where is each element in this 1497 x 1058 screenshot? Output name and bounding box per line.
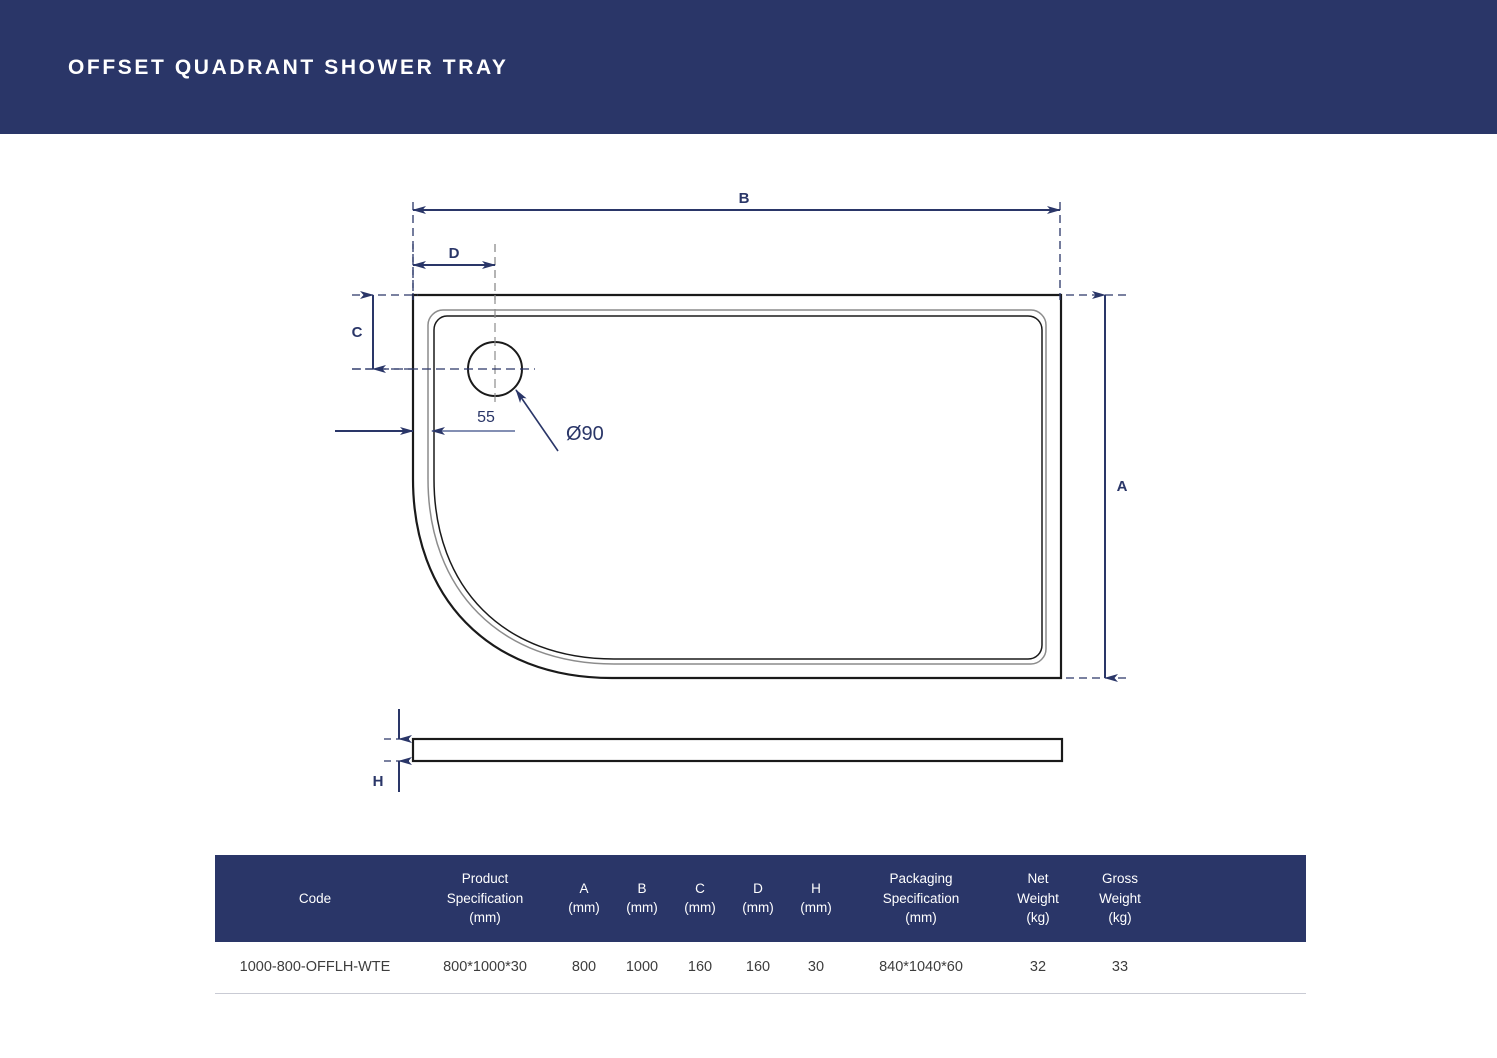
header-line: C (695, 880, 705, 896)
dimension-d: D (412, 244, 496, 300)
cell-spacer (1161, 941, 1306, 994)
header-line: (kg) (1108, 910, 1132, 926)
header-line: D (753, 880, 763, 896)
column-header-spacer (1161, 855, 1306, 942)
page-title: OFFSET QUADRANT SHOWER TRAY (68, 56, 509, 79)
shower-tray-drawing-svg: B D C A 55 (335, 190, 1130, 792)
page-header-banner: OFFSET QUADRANT SHOWER TRAY (0, 0, 1497, 134)
dimension-label-b: B (739, 190, 750, 207)
tray-section-view (411, 737, 1064, 763)
column-header-h: H (mm) (787, 855, 845, 942)
dimension-label-h: H (373, 773, 384, 790)
cell-product-specification: 800*1000*30 (415, 941, 555, 994)
column-header-a: A (mm) (555, 855, 613, 942)
column-header-packaging-specification: Packaging Specification (mm) (845, 855, 997, 942)
header-line: H (811, 880, 821, 896)
table-row: 1000-800-OFFLH-WTE 800*1000*30 800 1000 … (215, 941, 1306, 994)
technical-drawing: B D C A 55 (0, 134, 1497, 834)
tray-inner-lip-outer (427, 309, 1047, 665)
table-header-row: Code Product Specification (mm) A (mm) B… (215, 855, 1306, 942)
header-line: Code (298, 890, 332, 906)
dimension-label-d: D (449, 245, 460, 262)
dimension-a: A (1066, 291, 1130, 682)
dimension-label-diameter-90: Ø90 (566, 423, 604, 445)
header-line: Specification (446, 890, 524, 906)
header-line: (mm) (905, 910, 937, 926)
header-line: (mm) (626, 900, 658, 916)
table-body: 1000-800-OFFLH-WTE 800*1000*30 800 1000 … (215, 941, 1306, 994)
header-line: (mm) (568, 900, 600, 916)
cell-code: 1000-800-OFFLH-WTE (215, 941, 415, 994)
header-line: (mm) (800, 900, 832, 916)
tray-inner-lip-inner (433, 315, 1043, 660)
dimension-label-a: A (1117, 478, 1128, 495)
header-line: (mm) (742, 900, 774, 916)
cell-c: 160 (671, 941, 729, 994)
cell-net-weight: 32 (997, 941, 1079, 994)
header-line: A (579, 880, 589, 896)
header-line: (kg) (1026, 910, 1050, 926)
header-line: Weight (1099, 890, 1141, 906)
column-header-d: D (mm) (729, 855, 787, 942)
table-header: Code Product Specification (mm) A (mm) B… (215, 855, 1306, 942)
column-header-product-specification: Product Specification (mm) (415, 855, 555, 942)
column-header-b: B (mm) (613, 855, 671, 942)
column-header-net-weight: Net Weight (kg) (997, 855, 1079, 942)
dimension-drain-offset-55: 55 (335, 409, 515, 435)
cell-packaging-specification: 840*1040*60 (845, 941, 997, 994)
header-line: (mm) (469, 910, 501, 926)
header-line: Gross (1101, 871, 1138, 886)
column-header-gross-weight: Gross Weight (kg) (1079, 855, 1161, 942)
column-header-code: Code (215, 855, 415, 942)
cell-d: 160 (729, 941, 787, 994)
leader-drain-diameter: Ø90 (515, 389, 604, 452)
header-line: Packaging (889, 871, 953, 886)
header-line: Weight (1017, 890, 1059, 906)
cell-gross-weight: 33 (1079, 941, 1161, 994)
dimension-c: C (352, 291, 418, 373)
cell-h: 30 (787, 941, 845, 994)
header-line: Product (461, 871, 509, 886)
header-line: (mm) (684, 900, 716, 916)
dimension-label-55: 55 (477, 409, 495, 426)
header-line: Net (1027, 871, 1049, 886)
dimension-label-c: C (352, 324, 363, 341)
specification-table: Code Product Specification (mm) A (mm) B… (215, 855, 1306, 994)
column-header-c: C (mm) (671, 855, 729, 942)
dimension-b: B (412, 190, 1061, 300)
tray-outer-profile (411, 293, 1063, 680)
drain-centerlines (352, 295, 535, 402)
header-line: Specification (882, 890, 960, 906)
header-line: B (637, 880, 647, 896)
cell-b: 1000 (613, 941, 671, 994)
dimension-h: H (373, 709, 412, 792)
cell-a: 800 (555, 941, 613, 994)
